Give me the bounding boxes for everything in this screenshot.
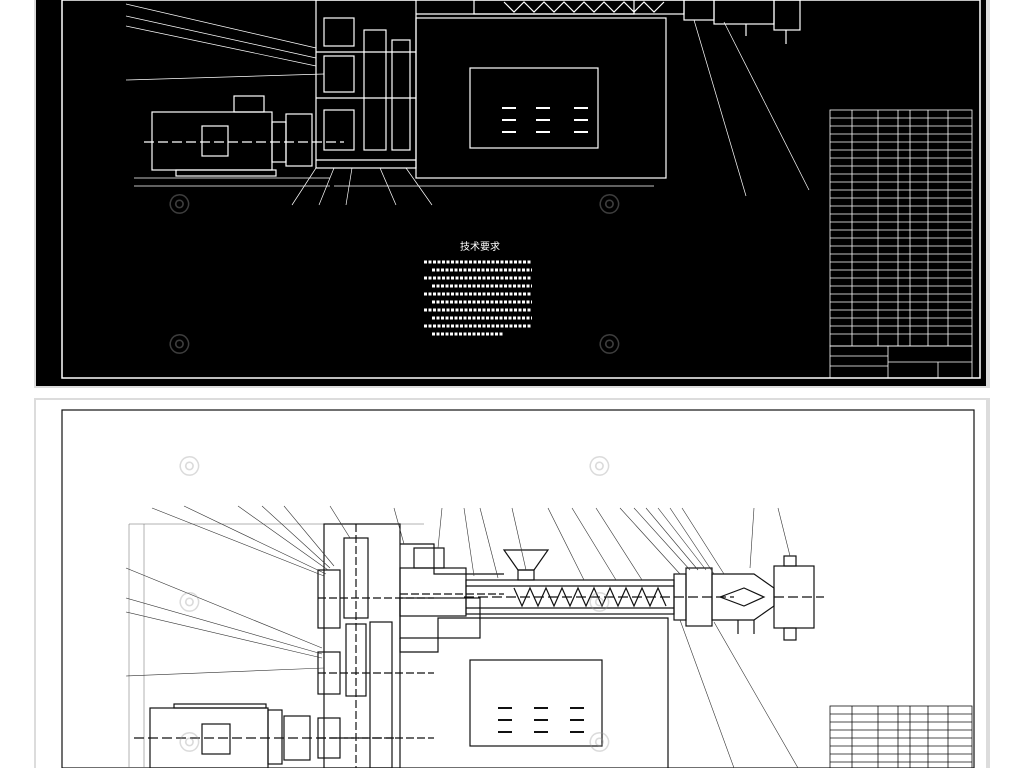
tech-requirements-title: 技术要求 <box>460 240 500 253</box>
tech-requirements-lines <box>424 260 532 336</box>
light-drawing-panel: ◎ ◎ ◎ ◎ ◎ ◎ <box>34 398 990 768</box>
light-housing <box>399 543 669 768</box>
dark-sheet-border <box>61 0 981 379</box>
light-drawing: ◎ ◎ ◎ ◎ ◎ ◎ <box>34 398 990 768</box>
dark-gearbox <box>315 0 417 169</box>
dark-drawing-panel: ◎ ◎ ◎ ◎ 技术要求 <box>34 0 990 388</box>
light-parts-list <box>829 705 973 768</box>
light-sheet-border <box>61 409 975 768</box>
dark-drawing: ◎ ◎ ◎ ◎ 技术要求 <box>34 0 990 388</box>
dark-barrel <box>473 0 801 44</box>
dark-parts-list <box>829 109 973 347</box>
dark-leaders <box>125 3 810 206</box>
dark-motor <box>144 95 344 177</box>
light-motor <box>134 703 394 768</box>
light-leaders <box>125 505 799 768</box>
dark-title-block <box>829 345 973 379</box>
